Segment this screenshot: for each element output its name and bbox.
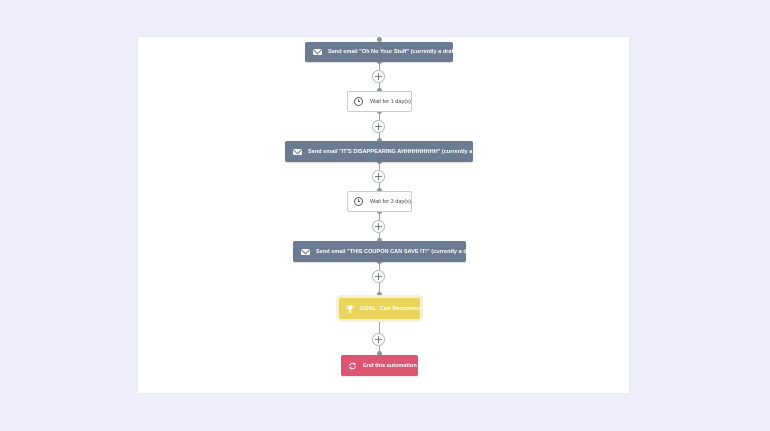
goal-step[interactable]: GOAL: Cart Recovered [339,298,421,319]
connector-dot [377,238,382,243]
email-step-2[interactable]: Send email "IT'S DISAPPEARING AHHHHHHHHH… [285,141,488,162]
trophy-icon [346,305,354,313]
goal-step-label: GOAL: Cart Recovered [360,305,421,312]
wait-step-label: Wait for 1 day(s) [370,98,411,105]
end-step-label: End this automation [363,362,417,369]
mail-icon [313,49,322,55]
email-step-label: Send email "Oh No Your Stuff" (currently… [328,49,458,55]
connector-dot [377,37,382,42]
connector-dot [377,292,382,297]
connector-dot [377,138,382,143]
email-step-3[interactable]: Send email "THIS COUPON CAN SAVE IT!" (c… [293,241,478,262]
add-step-button[interactable]: + [372,120,385,133]
add-step-button[interactable]: + [372,170,385,183]
end-step[interactable]: End this automation [341,355,418,376]
mail-icon [301,248,310,255]
clock-icon [354,97,363,106]
add-step-button[interactable]: + [372,333,385,346]
clock-icon [354,197,363,206]
add-step-button[interactable]: + [372,220,385,233]
connector-dot [377,351,382,356]
add-step-button[interactable]: + [372,270,385,283]
mail-icon [293,148,302,155]
connector-dot [377,188,382,193]
refresh-icon [348,361,357,370]
email-step-label: Send email "IT'S DISAPPEARING AHHHHHHHHH… [308,148,489,155]
email-step-1[interactable]: Send email "Oh No Your Stuff" (currently… [305,42,457,62]
wait-step-label: Wait for 3 day(s) [370,198,411,205]
wait-step-1[interactable]: Wait for 1 day(s) [347,91,412,112]
connector-dot [377,88,382,93]
email-step-label: Send email "THIS COUPON CAN SAVE IT!" (c… [316,248,478,255]
wait-step-2[interactable]: Wait for 3 day(s) [347,191,412,212]
add-step-button[interactable]: + [372,70,385,83]
